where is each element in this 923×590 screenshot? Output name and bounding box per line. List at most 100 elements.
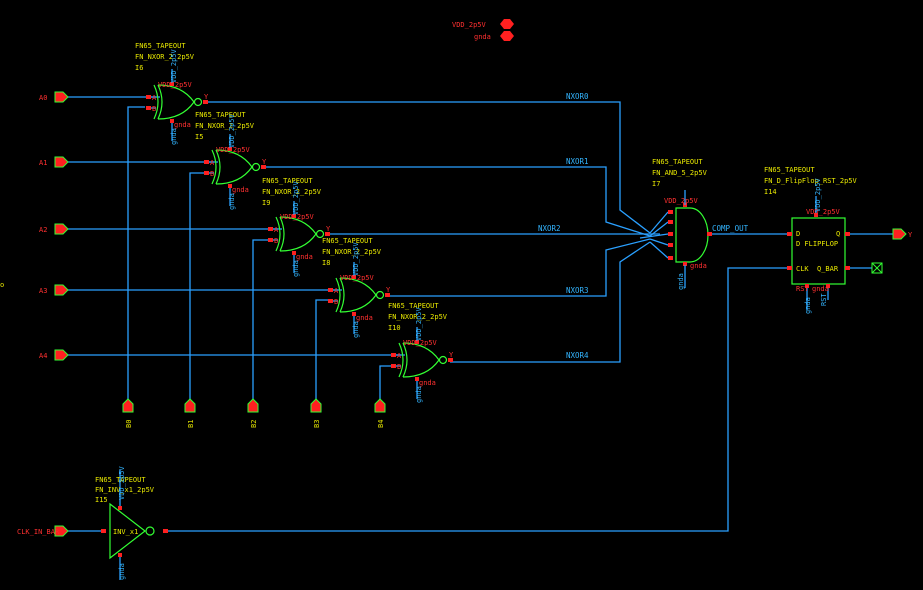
pin-b3-label: B3 [313,420,321,428]
pin-a0[interactable]: A0 [39,91,69,103]
nxor-gate-i5-y: Y [262,158,267,166]
wire-fan-2 [649,221,669,237]
wire-nxor0 [206,101,651,234]
pin-vdd-label: VDD_2p5V [452,21,487,29]
nxor-gate-i10-cell: FN_NXOR_2_2p5V [388,313,448,321]
nxor-gate-i8-inst: I8 [322,259,330,267]
nxor-gate-i8-a: A [334,287,339,295]
and-gnd-vert: gnda [677,273,685,290]
nxor-gate-i9-gnd: gnda [296,253,313,261]
nxor-gate-i5[interactable]: FN65_TAPEOUTFN_NXOR_2_2p5VI5VDD_2p5Vgnda… [195,111,267,210]
wire-b4 [379,365,392,402]
pin-a2[interactable]: A2 [39,223,69,235]
input-pins: A0 A1 A2 A3 A4 CLK_IN_BAR [17,91,69,537]
nxor-gate-i5-gnd: gnda [232,186,249,194]
nxor-gate-i8-gnd: gnda [356,314,373,322]
pin-b2-label: B2 [250,420,258,428]
nxor-gate-i6-lib: FN65_TAPEOUT [135,42,186,50]
pin-b2[interactable]: B2 [247,398,259,428]
nxor-gate-i10-b: B [397,363,401,371]
ff-q-label: Q [836,230,840,238]
pin-b4[interactable]: B4 [374,398,386,428]
ff-gnd-vert: gnda [804,297,812,314]
pin-y-label: Y [908,231,913,239]
ff-inst: I14 [764,188,777,196]
pin-a4-label: A4 [39,352,47,360]
nxor-gate-i10-y: Y [449,351,454,359]
nxor-gate-i8-lib: FN65_TAPEOUT [322,237,373,245]
nxor-gate-i5-a: A [210,159,215,167]
net-nxor3: NXOR3 [566,286,589,295]
and5-gate[interactable]: FN65_TAPEOUT FN_AND_5_2p5V I7 VDD_2p5V g… [652,158,712,290]
nxor-gate-i10[interactable]: FN65_TAPEOUTFN_NXOR_2_2p5VI10VDD_2p5Vgnd… [388,302,454,403]
and-inst: I7 [652,180,660,188]
nxor-gate-i9-lib: FN65_TAPEOUT [262,177,313,185]
inv-inst: I15 [95,496,108,504]
pin-a4[interactable]: A4 [39,349,69,361]
net-nxor4: NXOR4 [566,351,589,360]
nxor-gates: FN65_TAPEOUTFN_NXOR_2_2p5VI6VDD_2p5Vgnda… [135,42,454,403]
nxor-gate-i9-cell: FN_NXOR_2_2p5V [262,188,322,196]
pin-b1[interactable]: B1 [184,398,196,428]
net-nxor1: NXOR1 [566,157,589,166]
pin-clk-label: CLK_IN_BAR [17,528,60,536]
wire-b3 [315,299,330,402]
pin-vdd[interactable]: VDD_2p5V [452,19,514,29]
nxor-gate-i8-gnd-vert: gnda [352,321,360,338]
nxor-gate-i5-gnd-vert: gnda [228,193,236,210]
nxor-gate-i6-b: B [152,105,156,113]
nxor-gate-i10-gnd-vert: gnda [415,386,423,403]
pin-a1[interactable]: A1 [39,156,69,168]
b-pins: B0 B1 B2 B3 B4 [122,398,386,428]
ff-qbar-label: Q_BAR [817,265,839,273]
nxor-gate-i8-b: B [334,298,338,306]
wire-fan-3 [649,238,669,246]
d-flipflop[interactable]: D FLIPFLOP D Q CLK Q_BAR RST gnda VDD_2p… [764,166,858,314]
ff-rst-vert: RST [820,293,828,306]
ff-gnd-label: gnda [812,285,829,293]
pin-gnda-label: gnda [474,33,491,41]
pin-b4-label: B4 [377,420,385,428]
pin-gnda[interactable]: gnda [474,31,514,41]
nxor-gate-i9-vdd-vert: VDD_2p5V [292,180,300,215]
wire-fan-5 [639,233,669,239]
nxor-gate-i6-vdd: VDD_2p5V [158,81,193,89]
ff-vdd-label: VDD_2p5V [806,208,841,216]
nxor-gate-i9[interactable]: FN65_TAPEOUTFN_NXOR_2_2p5VI9VDD_2p5Vgnda… [262,177,331,277]
pin-y[interactable]: Y [892,228,913,240]
no-connect-marker [871,262,883,274]
nxor-gate-i5-inst: I5 [195,133,203,141]
wire-fan-4 [649,241,669,259]
wire-b0 [127,106,145,402]
pin-a2-label: A2 [39,226,47,234]
inv-lib: FN65_TAPEOUT [95,476,146,484]
nxor-gate-i9-gnd-vert: gnda [292,260,300,277]
nxor-gate-i6-inst: I6 [135,64,143,72]
pin-clk-in-bar[interactable]: CLK_IN_BAR [17,525,69,537]
nxor-gate-i10-vdd-vert: VDD_2p5V [415,306,423,341]
nxor-gate-i6-gnd-vert: gnda [170,128,178,145]
pin-a3[interactable]: A3 [39,284,69,296]
edge-mark: o [0,281,4,289]
wire-nxor1 [264,166,651,237]
nxor-gate-i10-a: A [397,352,402,360]
net-labels: NXOR0 NXOR1 NXOR2 NXOR3 NXOR4 COMP_OUT [538,92,749,360]
and-cell: FN_AND_5_2p5V [652,169,708,177]
nxor-gate-i9-a: A [274,226,279,234]
wire-nxor3 [386,238,651,297]
pin-b0[interactable]: B0 [122,398,134,428]
ff-title: D FLIPFLOP [796,240,838,248]
nxor-gate-i8-vdd: VDD_2p5V [340,274,375,282]
wire-b1 [189,172,207,402]
nxor-gate-i6[interactable]: FN65_TAPEOUTFN_NXOR_2_2p5VI6VDD_2p5Vgnda… [135,42,209,145]
wire-clk [168,267,792,532]
inv-gnd-vert: gnda [118,563,126,580]
pin-b3[interactable]: B3 [310,398,322,428]
wire-b2 [252,239,268,402]
inverter[interactable]: INV_x1 FN65_TAPEOUT FN_INV_x1_2p5V I15 V… [95,465,168,580]
and-gnd-label: gnda [690,262,707,270]
and-vdd-label: VDD_2p5V [664,197,699,205]
nxor-gate-i8[interactable]: FN65_TAPEOUTFN_NXOR_2_2p5VI8VDD_2p5Vgnda… [322,237,391,338]
inv-vdd-vert: VDD_2p5V [118,465,126,500]
